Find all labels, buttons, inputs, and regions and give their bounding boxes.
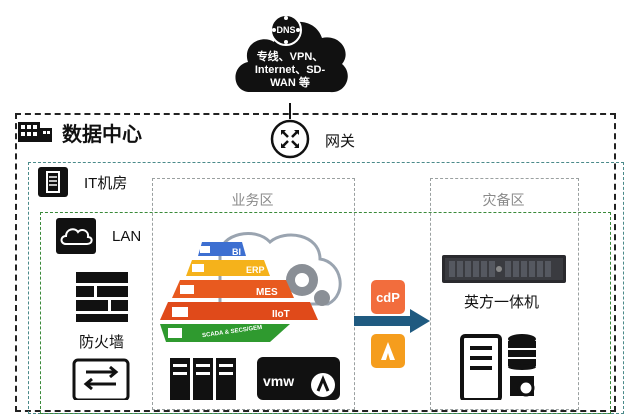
cloud-text-line2: Internet、SD- [254, 64, 326, 76]
replication-arrow [354, 309, 430, 333]
mes-label: MES [256, 287, 278, 298]
it-room-label: IT机房 [84, 175, 128, 192]
lan-label: LAN [112, 228, 142, 245]
iiot-label: IIoT [272, 309, 290, 320]
switch-icon [72, 358, 130, 400]
datacenter-title: 数据中心 [62, 124, 142, 146]
cloud-gateway-link [289, 103, 291, 119]
vmware-badge-icon [311, 373, 335, 397]
cloud-text-line3: WAN 等 [270, 77, 310, 89]
vmware-label: vmw [263, 373, 295, 389]
bi-label: BI [232, 247, 241, 257]
building-icon [18, 122, 52, 142]
cdp-tile: cdP [371, 280, 405, 314]
firewall-icon [76, 272, 128, 322]
database-icon [508, 334, 536, 370]
gateway-label: 网关 [325, 133, 356, 150]
a-logo-icon [381, 342, 395, 360]
firewall-label: 防火墙 [79, 334, 125, 351]
storage-gear-icon [510, 376, 535, 397]
dns-text: DNS [276, 25, 295, 35]
dns-icon: DNS [270, 14, 302, 46]
network-cloud [235, 21, 348, 93]
tower-server-icon [460, 334, 502, 400]
cloud-connection-text: 专线、VPN、 Internet、SD- WAN 等 [238, 51, 342, 90]
a-tile [371, 334, 405, 368]
cloud-text-line1: 专线、VPN、 [256, 51, 324, 63]
server-rack-icon [170, 358, 236, 400]
rack-server-icon [442, 255, 566, 283]
it-room-icon [38, 167, 68, 197]
industrial-apps-graphic [160, 232, 342, 342]
vmware-tile: vmw [257, 357, 340, 400]
disaster-zone-title: 灾备区 [482, 192, 525, 208]
business-zone-title: 业务区 [231, 192, 274, 208]
server-label: 英方一体机 [464, 294, 540, 311]
lan-icon [56, 218, 96, 254]
gateway-icon [270, 119, 310, 159]
erp-label: ERP [246, 265, 265, 275]
